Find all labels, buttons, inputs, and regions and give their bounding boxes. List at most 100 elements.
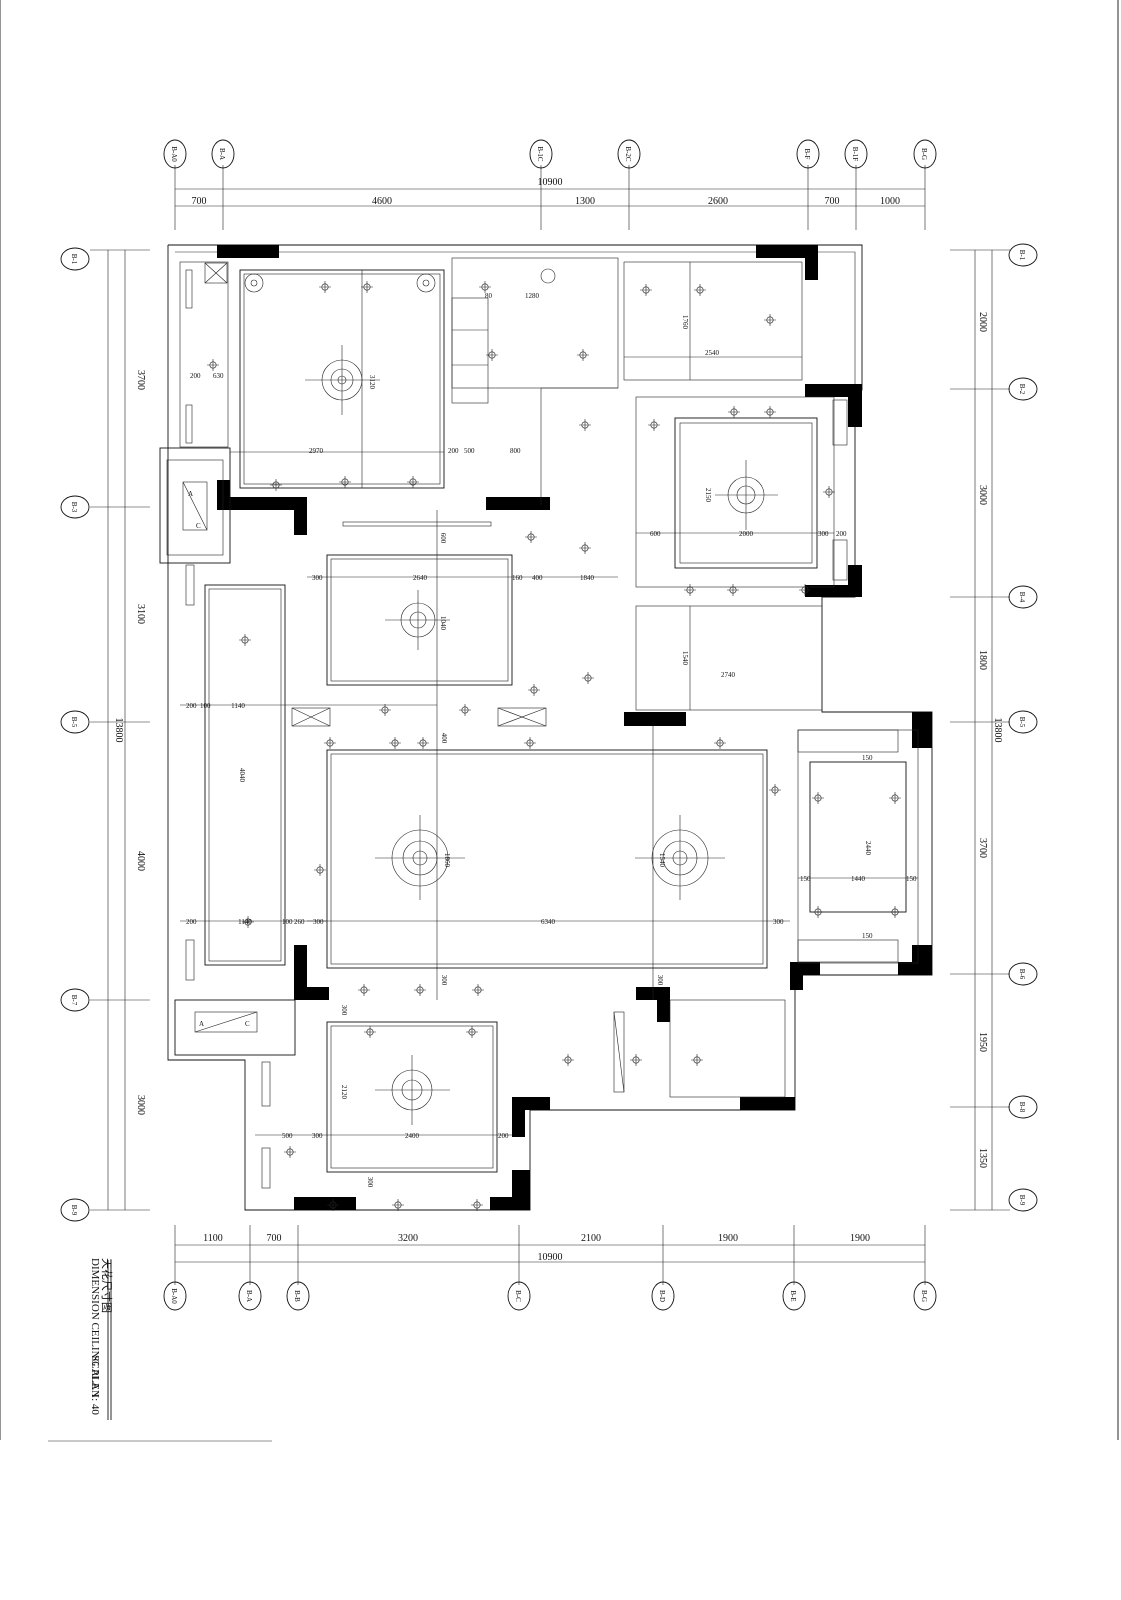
dim-d-w: 2640 <box>413 574 428 582</box>
bottom-dim-1: 1100 <box>203 1233 223 1244</box>
dim-lv-a: 300 <box>773 918 784 926</box>
downlight-cross-icon <box>812 906 824 918</box>
dim-l-a: 1140 <box>231 702 245 710</box>
downlight-cross-icon <box>339 476 351 488</box>
room-bottom-right <box>613 999 786 1098</box>
downlight-cross-icon <box>459 704 471 716</box>
dim-s-e: 300 <box>366 1177 374 1188</box>
dim-br2-a: 600 <box>650 530 661 538</box>
top-dim-6: 1000 <box>880 196 900 207</box>
dim-br3-w: 2740 <box>721 671 736 679</box>
downlight-cross-icon <box>691 1054 703 1066</box>
room-bedroom-mid-right: 1540 2740 <box>635 605 823 711</box>
grid-right-3: B-4 <box>1018 592 1026 603</box>
dim-bt-a: 150 <box>800 875 811 883</box>
dim-br1-w: 2540 <box>705 349 720 357</box>
room-bedroom-right: 2000 2150 600 300 200 <box>635 396 848 588</box>
dim-r1-h: 3120 <box>368 375 376 390</box>
room-study: 2400 2120 500 300 200 300 300 <box>255 1005 512 1189</box>
top-grid-bubbles: B-A0 B-A B-1C B-2C B-F B-1F B-G <box>163 139 937 169</box>
dim-l-g: 100 <box>282 918 293 926</box>
downlight-cross-icon <box>524 737 536 749</box>
top-dim-5: 700 <box>825 196 840 207</box>
grid-top-5: B-F <box>803 149 811 160</box>
dim-bt-w: 1440 <box>851 875 866 883</box>
light-fixtures <box>207 281 901 1211</box>
dim-br1-h: 1760 <box>681 315 689 330</box>
dim-br2-c: 200 <box>836 530 847 538</box>
downlight-cross-icon <box>684 584 696 596</box>
grid-bottom-7: B-G <box>920 1290 928 1302</box>
dim-r1-w: 2970 <box>309 447 324 455</box>
grid-left-3: B-5 <box>70 717 78 728</box>
grid-bottom-5: B-D <box>658 1290 666 1302</box>
dim-d-c: 160 <box>512 574 523 582</box>
grid-right-4: B-5 <box>1018 717 1026 728</box>
downlight-cross-icon <box>379 704 391 716</box>
grid-right-7: B-9 <box>1018 1195 1026 1206</box>
top-dim-4: 2600 <box>708 196 728 207</box>
ac-label-a: A <box>188 490 193 498</box>
downlight-cross-icon <box>471 1199 483 1211</box>
downlight-cross-icon <box>889 792 901 804</box>
bottom-dim-2: 700 <box>267 1233 282 1244</box>
grid-top-4: B-2C <box>624 146 632 162</box>
title-block: DIMENSION CEILING PLAN 天花尺寸图 SCALE 1: 40 <box>89 1258 114 1420</box>
dim-l-c: 100 <box>200 702 211 710</box>
bottom-dim-3: 3200 <box>398 1233 418 1244</box>
dim-r1-b: 630 <box>213 372 224 380</box>
title-en: DIMENSION CEILING PLAN <box>89 1258 101 1398</box>
downlight-cross-icon <box>727 584 739 596</box>
downlight-cross-icon <box>364 1026 376 1038</box>
dim-lv-c: 300 <box>656 975 664 986</box>
dim-s-w: 2400 <box>405 1132 420 1140</box>
left-dim-2: 3100 <box>135 604 146 624</box>
downlight-cross-icon <box>472 984 484 996</box>
grid-bottom-4: B-C <box>514 1290 522 1302</box>
bottom-dim-5: 1900 <box>718 1233 738 1244</box>
downlight-cross-icon <box>582 672 594 684</box>
dim-l-d: 4040 <box>238 768 246 783</box>
downlight-cross-icon <box>479 281 491 293</box>
grid-left-5: B-9 <box>70 1205 78 1216</box>
left-corridor: 1140 200 100 4040 1140 200 100 260 300 <box>180 564 547 981</box>
dim-r1-a: 200 <box>190 372 201 380</box>
grid-bottom-6: B-E <box>789 1290 797 1301</box>
grid-bottom-3: B-B <box>293 1290 301 1302</box>
left-dim-4: 3000 <box>135 1095 146 1115</box>
dim-lv-d: 400 <box>440 733 448 744</box>
right-dimension-chain: 2000 3000 1800 3700 1950 1350 13800 <box>950 249 1010 1211</box>
top-dim-3: 1300 <box>575 196 595 207</box>
dim-bt-b: 150 <box>906 875 917 883</box>
dim-d-h: 1040 <box>439 616 447 631</box>
room-top-left: 2970 3120 200 630 200 500 800 <box>190 269 521 489</box>
downlight-cross-icon <box>417 737 429 749</box>
downlight-cross-icon <box>823 486 835 498</box>
dim-bt-h: 2440 <box>864 841 872 856</box>
room-bedroom-top-right: 1760 2540 <box>623 261 803 381</box>
downlight-cross-icon <box>562 1054 574 1066</box>
downlight-cross-icon <box>764 314 776 326</box>
grid-right-2: B-2 <box>1018 384 1026 395</box>
grid-top-3: B-1C <box>536 146 544 162</box>
grid-top-7: B-G <box>920 148 928 160</box>
downlight-cross-icon <box>324 737 336 749</box>
downlight-cross-icon <box>799 584 811 596</box>
dim-l-f: 200 <box>186 918 197 926</box>
downlight-cross-icon <box>648 419 660 431</box>
wardrobe-left <box>179 261 229 448</box>
grid-left-2: B-3 <box>70 502 78 513</box>
dim-d-b: 600 <box>439 533 447 544</box>
downlight-cross-icon <box>239 634 251 646</box>
dim-l-h: 260 <box>294 918 305 926</box>
downlight-cross-icon <box>327 1199 339 1211</box>
dim-bt-d: 150 <box>862 932 873 940</box>
title-scale: SCALE 1: 40 <box>89 1355 101 1415</box>
downlight-cross-icon <box>728 406 740 418</box>
dim-br2-w: 2000 <box>739 530 754 538</box>
right-dim-3: 1800 <box>977 650 988 670</box>
dim-s-b: 300 <box>312 1132 323 1140</box>
downlight-cross-icon <box>407 476 419 488</box>
dim-s-a: 500 <box>282 1132 293 1140</box>
